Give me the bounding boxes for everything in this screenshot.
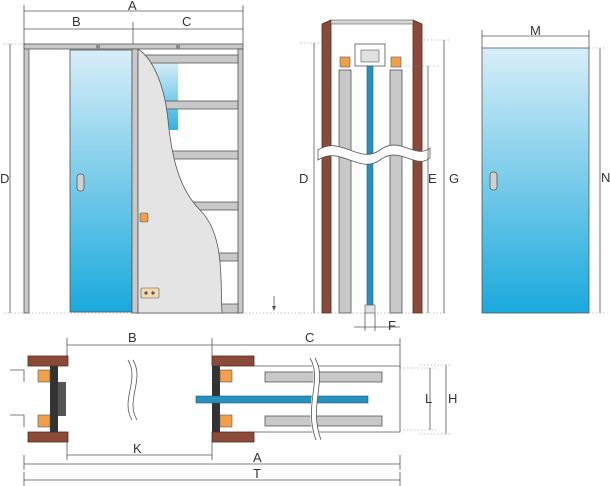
- door-section-blue: [366, 65, 374, 311]
- top-track: [330, 19, 414, 25]
- dimension-label-f: F: [388, 318, 396, 333]
- dimension-label-d-side: D: [299, 171, 308, 186]
- dimension-label-n: N: [601, 170, 610, 185]
- electrical-box-icon: [140, 287, 160, 299]
- dimension-label-b: B: [72, 14, 81, 29]
- dimension-label-d-front: D: [0, 171, 9, 186]
- glass-door-leaf: [481, 47, 590, 314]
- front-elevation-view: A B C D: [0, 0, 300, 314]
- door-leaf-handle: [489, 171, 498, 191]
- plan-dimension-label-b: B: [128, 330, 137, 345]
- plan-dimension-label-c: C: [305, 330, 314, 345]
- side-section-view: D E G F: [299, 19, 459, 333]
- dimension-label-m: M: [530, 23, 541, 38]
- plan-dimension-label-l: L: [425, 391, 432, 406]
- dimension-label-c: C: [182, 14, 191, 29]
- dimension-label-g: G: [449, 171, 459, 186]
- door-leaf-view: M N: [481, 23, 610, 314]
- dimension-label-a: A: [128, 0, 137, 13]
- plan-dimension-label-k: K: [133, 441, 142, 456]
- plan-dimension-label-t: T: [253, 466, 261, 481]
- plan-door-blue: [195, 395, 369, 404]
- door-handle-front: [76, 173, 85, 192]
- pocket-latch-icon: [139, 212, 149, 223]
- plan-view: B C L H: [10, 330, 457, 486]
- plan-dimension-label-a: A: [253, 450, 262, 465]
- plan-dimension-label-h: H: [448, 391, 457, 406]
- dimension-label-e: E: [428, 171, 437, 186]
- plaster-cutaway: [137, 48, 223, 314]
